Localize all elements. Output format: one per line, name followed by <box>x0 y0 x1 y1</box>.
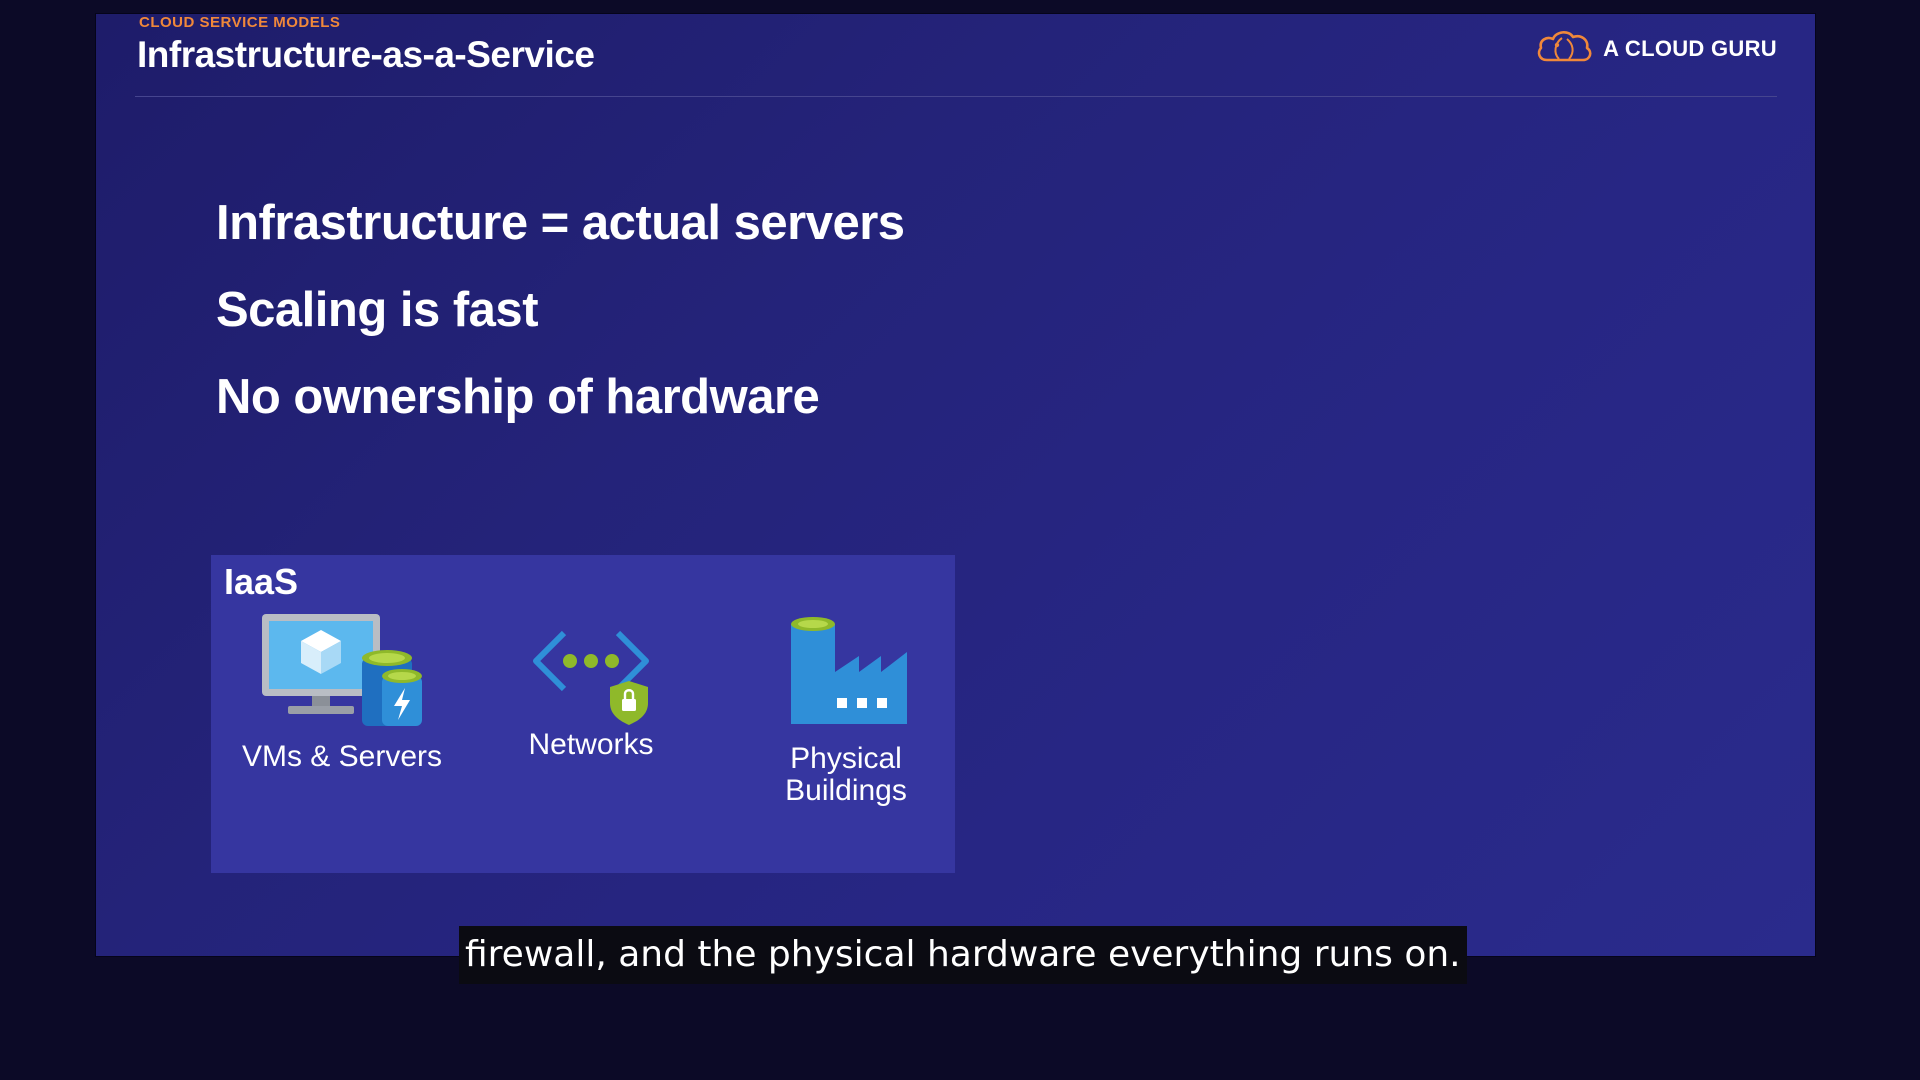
section-label: CLOUD SERVICE MODELS <box>139 14 341 31</box>
bullet-item: Infrastructure = actual servers <box>216 196 905 250</box>
bullet-item: No ownership of hardware <box>216 370 820 424</box>
iaas-label: IaaS <box>224 561 299 602</box>
tile-physical-buildings: Physical Buildings <box>771 610 921 807</box>
building-icon <box>771 610 921 735</box>
vm-server-icon <box>237 610 447 735</box>
presentation-slide: CLOUD SERVICE MODELS Infrastructure-as-a… <box>96 14 1815 956</box>
header-divider <box>135 96 1777 97</box>
subtitle-caption: firewall, and the physical hardware ever… <box>459 926 1467 984</box>
slide-title: Infrastructure-as-a-Service <box>137 34 595 75</box>
tile-vms-servers: VMs & Servers <box>237 610 447 773</box>
network-icon <box>511 625 671 735</box>
cloud-logo-icon <box>1535 28 1593 69</box>
tile-label: VMs & Servers <box>241 740 443 773</box>
brand-name: A CLOUD GURU <box>1603 35 1777 61</box>
bullet-item: Scaling is fast <box>216 283 539 337</box>
tile-networks: Networks <box>511 625 671 761</box>
brand-logo: A CLOUD GURU <box>1535 28 1777 69</box>
iaas-card: IaaS <box>211 555 955 873</box>
tile-label: Buildings <box>785 774 907 807</box>
tile-label: Physical <box>790 742 902 775</box>
bullet-list: Infrastructure = actual servers Scaling … <box>216 199 905 460</box>
tile-label: Networks <box>528 728 654 761</box>
